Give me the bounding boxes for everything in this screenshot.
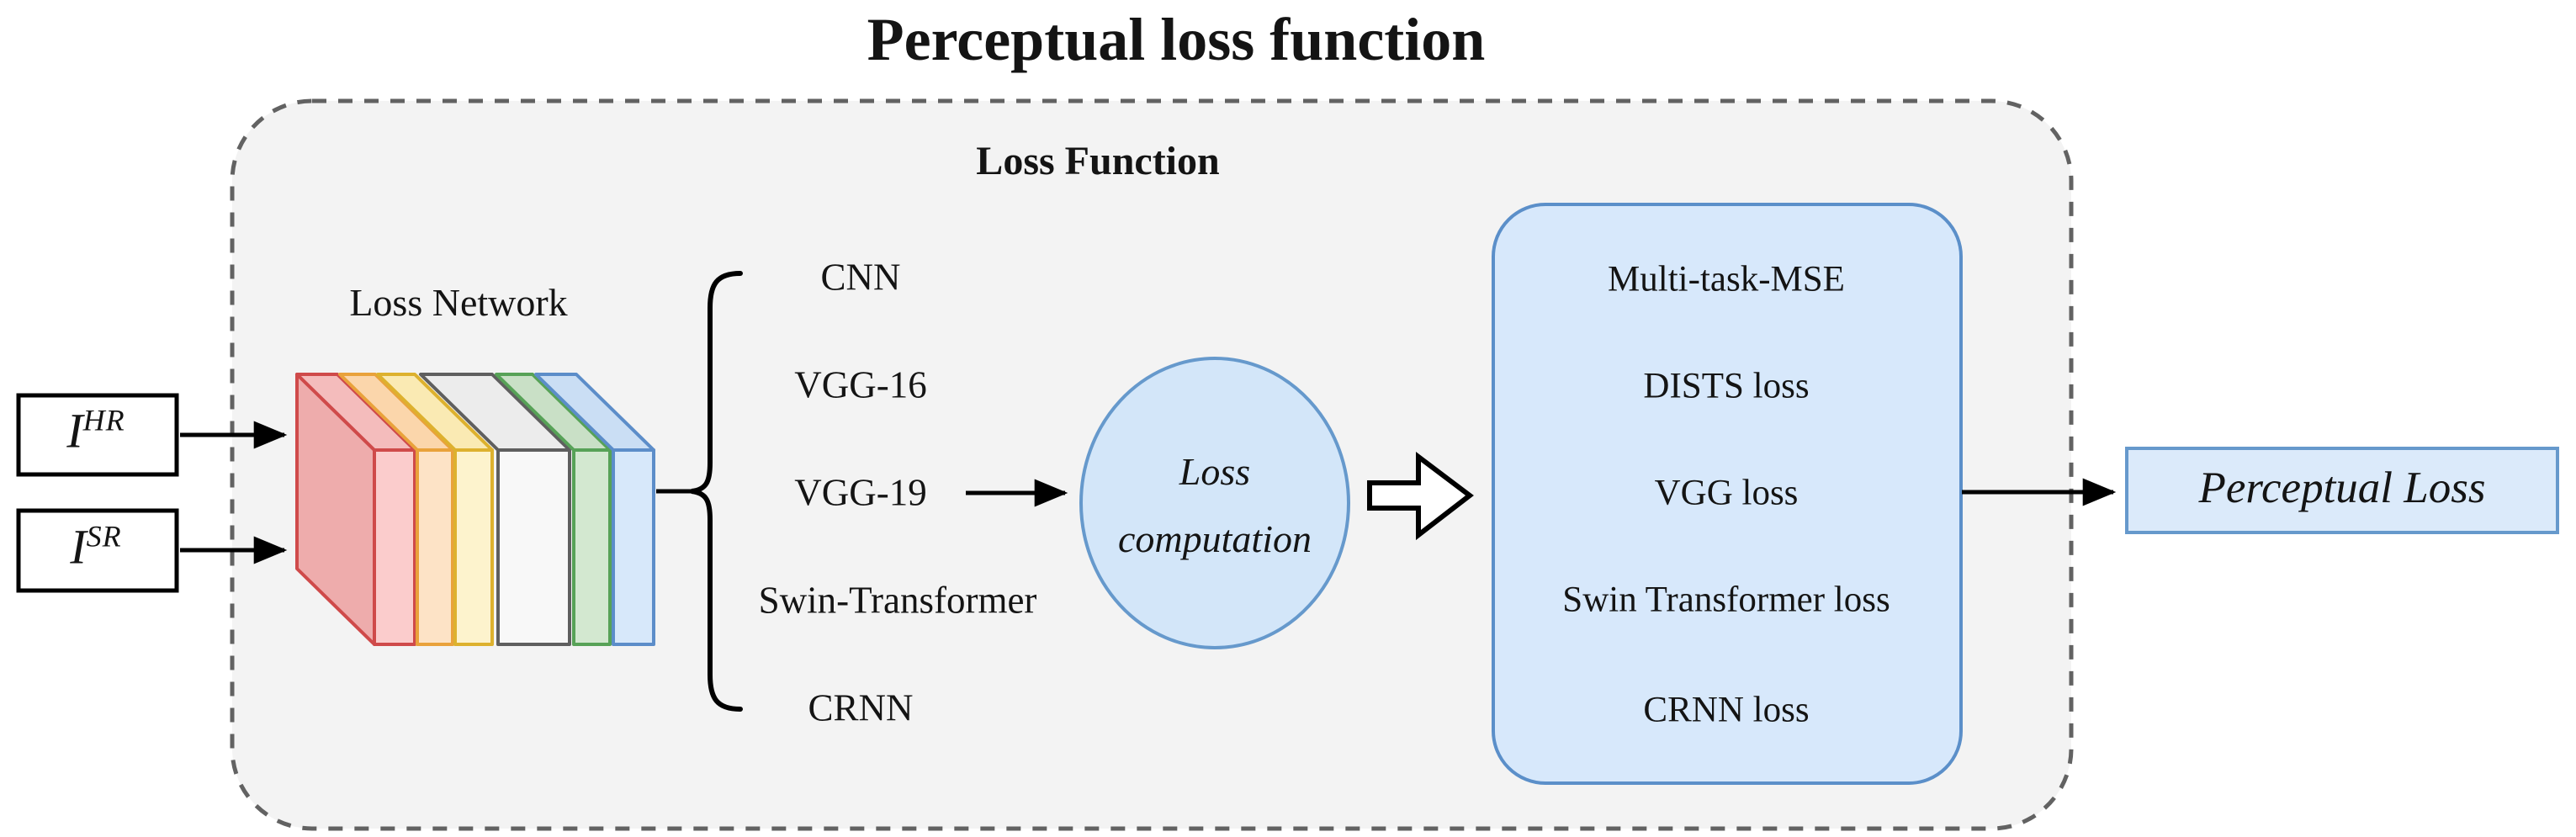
loss-item-swin-transformer: Swin Transformer loss <box>1562 580 1890 620</box>
loss-computation-line2: computation <box>1118 517 1312 560</box>
perceptual-loss-label: Perceptual Loss <box>2198 464 2486 513</box>
layer-white-front <box>496 448 571 646</box>
layer-green-front <box>572 448 612 646</box>
input-label-ihr: IHR <box>66 403 125 458</box>
loss-function-label: Loss Function <box>976 138 1220 183</box>
loss-computation-line1: Loss <box>1179 449 1251 493</box>
network-item-cnn: CNN <box>820 256 901 299</box>
layer-orange-front <box>416 448 454 646</box>
input-box-ihr <box>16 393 179 477</box>
input-box-isr <box>16 508 179 593</box>
block-arrow-icon <box>1367 451 1474 541</box>
loss-item-crnn: CRNN loss <box>1643 690 1810 730</box>
loss-item-multi-task-mse: Multi-task-MSE <box>1608 259 1845 299</box>
loss-item-vgg: VGG loss <box>1654 473 1799 513</box>
page-title: Perceptual loss function <box>867 6 1486 74</box>
network-item-crnn: CRNN <box>808 686 914 729</box>
brace-icon <box>691 271 743 712</box>
input-ihr-superscript: HR <box>82 403 125 437</box>
input-isr-superscript: SR <box>86 519 122 554</box>
input-ihr-base: I <box>66 403 83 458</box>
layer-blue-front <box>612 448 655 646</box>
network-item-vgg19: VGG-19 <box>794 471 927 514</box>
loss-computation-circle <box>1079 357 1350 649</box>
perceptual-loss-box <box>2125 447 2559 534</box>
network-item-vgg16: VGG-16 <box>794 363 927 406</box>
input-label-isr: ISR <box>70 519 122 575</box>
network-item-swin-transformer: Swin-Transformer <box>758 579 1037 622</box>
layer-yellow-front <box>453 448 494 646</box>
layer-red-front <box>373 448 416 646</box>
loss-network-stack <box>295 373 655 646</box>
loss-network-label: Loss Network <box>349 280 568 324</box>
input-isr-base: I <box>70 519 87 575</box>
losses-box <box>1492 203 1963 785</box>
loss-item-dists: DISTS loss <box>1643 366 1810 406</box>
